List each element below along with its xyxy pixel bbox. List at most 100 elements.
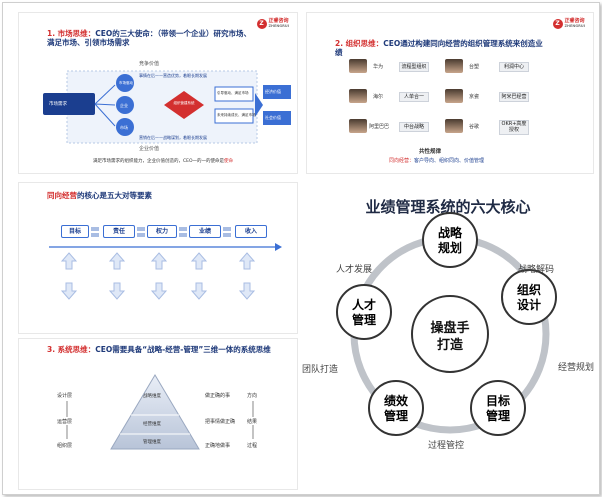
node-target-line1: 目标 [486, 393, 510, 408]
top-label: 竞争价值 [139, 61, 160, 67]
portrait-3 [349, 119, 367, 133]
center-diamond-label: 组织营建系统 [173, 101, 195, 105]
panel4-title: 3. 系统思维：CEO需要具备“战略-经营-管理”三维一体的系统思维 [47, 345, 271, 354]
company-3: 阿里巴巴 [369, 124, 390, 130]
company-4: 台塑 [469, 64, 480, 70]
portrait-4 [445, 59, 463, 73]
note-bottom: 营销在后——战略谋划，着眼长期发展 [139, 135, 207, 140]
six-cores-title: 业绩管理系统的六大核心 [365, 198, 530, 216]
circle-label-2: 企业 [120, 103, 128, 108]
five-elements-diagram [49, 227, 282, 300]
center-line-2: 打造 [437, 337, 464, 353]
company-5: 京瓷 [469, 94, 480, 100]
node-strategy-line2: 规划 [438, 240, 462, 255]
theme-5: 阿米巴经营 [499, 92, 529, 102]
element-authority: 权力 [147, 225, 177, 238]
company-2: 海尔 [373, 94, 384, 100]
far-right-process: 过程 [247, 443, 258, 449]
link-strategy-decode: 战略解码 [518, 263, 554, 275]
theme-3: 中台战略 [399, 122, 429, 132]
market-demand-box: 市场需求 [49, 102, 67, 107]
link-team-building: 团队打造 [302, 363, 338, 375]
panel1-footer: 满足市场需求的组织能力，企业价值创造的，CEO一的一的使命是使命 [93, 158, 233, 164]
node-performance-line2: 管理 [384, 408, 408, 423]
portrait-6 [445, 119, 463, 133]
left-label-design: 设计层 [57, 393, 73, 399]
element-responsibility: 责任 [103, 225, 135, 238]
panel4-title-main: CEO需要具备“战略-经营-管理”三维一体的系统思维 [95, 345, 271, 354]
circle-label-3: 市场 [120, 125, 128, 130]
panel1-title-prefix: 1. 市场思维： [47, 29, 96, 38]
node-talent: 人才 管理 [336, 284, 392, 340]
panel2-title-prefix: 2. 组织思维： [335, 39, 384, 48]
portrait-2 [349, 89, 367, 103]
node-performance: 绩效 管理 [368, 380, 424, 436]
six-cores-panel: 业绩管理系统的六大核心 操盘手 打造 战略 规划 组织 设计 目标 管理 绩效 … [300, 182, 596, 490]
company-1: 华为 [373, 64, 384, 70]
footer-red: 使命 [224, 159, 234, 164]
logo-icon: Z [552, 19, 563, 29]
theme-4: 利润中心 [499, 62, 529, 72]
logo-name: 正睿咨询 [268, 18, 289, 24]
right-label-3: 正确地做事 [205, 443, 231, 449]
six-cores-diagram: 业绩管理系统的六大核心 操盘手 打造 战略 规划 组织 设计 目标 管理 绩效 … [302, 198, 594, 451]
element-income: 收入 [235, 225, 267, 238]
market-thinking-panel: 1. 市场思维：CEO的三大使命：（带领一个企业）研究市场、满足市场、引领市场需… [18, 12, 298, 174]
element-target: 目标 [61, 225, 89, 238]
pyramid-management: 管理维度 [143, 440, 161, 445]
pyramid-strategy: 战略维度 [143, 394, 161, 399]
node-target: 目标 管理 [470, 380, 526, 436]
left-label-operation: 运营层 [57, 419, 73, 425]
panel2-title-main: CEO通过构建同向经营的组织管理系统来创造业绩 [335, 39, 543, 57]
common-rule-line: 同向经营：客户导向、组织同向、价值管理 [389, 157, 484, 164]
pyramid-operation: 经营维度 [143, 422, 161, 427]
social-value: 社会价值 [265, 115, 281, 120]
node-organization-line2: 设计 [517, 297, 541, 312]
pyramid-diagram [66, 374, 254, 450]
common-rule-text: 客户导向、组织同向、价值管理 [414, 158, 485, 164]
logo-icon: Z [256, 19, 267, 29]
common-rule-title: 共性规律 [419, 149, 442, 155]
logo-name: 正睿咨询 [564, 18, 585, 24]
system-thinking-panel: 3. 系统思维：CEO需要具备“战略-经营-管理”三维一体的系统思维 设计层 运… [18, 338, 298, 490]
node-talent-line2: 管理 [352, 312, 376, 327]
right-label-1: 做正确的事 [205, 393, 231, 399]
theme-1: 流程型组织 [399, 62, 429, 72]
node-strategy: 战略 规划 [422, 212, 478, 268]
circle-label-1: 市场驱动 [119, 81, 133, 85]
right-box-2: 未来持续成长、满足市场 [217, 113, 256, 117]
far-right-result: 结果 [247, 419, 258, 425]
panel3-title-prefix: 同向经营 [47, 191, 77, 200]
node-performance-line1: 绩效 [384, 393, 409, 408]
panel1-title: 1. 市场思维：CEO的三大使命：（带领一个企业）研究市场、满足市场、引领市场需… [47, 29, 257, 47]
panel1-title-main: CEO的三大使命：（带领一个企业）研究市场、满足市场、引领市场需求 [47, 29, 251, 47]
link-operation-plan: 经营规划 [558, 361, 594, 373]
portrait-5 [445, 89, 463, 103]
link-talent-development: 人才发展 [336, 263, 372, 275]
theme-2: 人单合一 [399, 92, 429, 102]
far-right-direction: 方向 [247, 393, 258, 399]
panel3-title-main: 的核心是五大对等要素 [77, 191, 152, 200]
link-process-control: 过程管控 [428, 439, 464, 451]
theme-6: OKR+高度授权 [499, 120, 529, 135]
node-strategy-line1: 战略 [438, 225, 463, 240]
portrait-1 [349, 59, 367, 73]
node-talent-line1: 人才 [352, 297, 376, 312]
node-target-line2: 管理 [486, 408, 510, 423]
panel4-title-prefix: 3. 系统思维： [47, 345, 96, 354]
company-6: 谷歌 [469, 124, 480, 130]
left-label-organization: 组织层 [57, 443, 73, 449]
bottom-label: 企业价值 [139, 146, 160, 152]
logo-sub: ZHENGRUI [268, 24, 290, 28]
node-organization-line1: 组织 [517, 282, 541, 297]
market-diagram [43, 70, 291, 144]
center-line-1: 操盘手 [430, 320, 469, 336]
economic-value: 经济价值 [265, 89, 281, 94]
footer-text: 满足市场需求的组织能力，企业价值创造的，CEO一的一的使命是 [93, 159, 225, 164]
right-label-2: 把事情做正确 [205, 419, 236, 425]
note-top: 事情在后——营造优势，着眼长期发展 [139, 73, 207, 78]
five-elements-panel: 同向经营的核心是五大对等要素 目标 责任 权力 业绩 收入 [18, 182, 298, 334]
